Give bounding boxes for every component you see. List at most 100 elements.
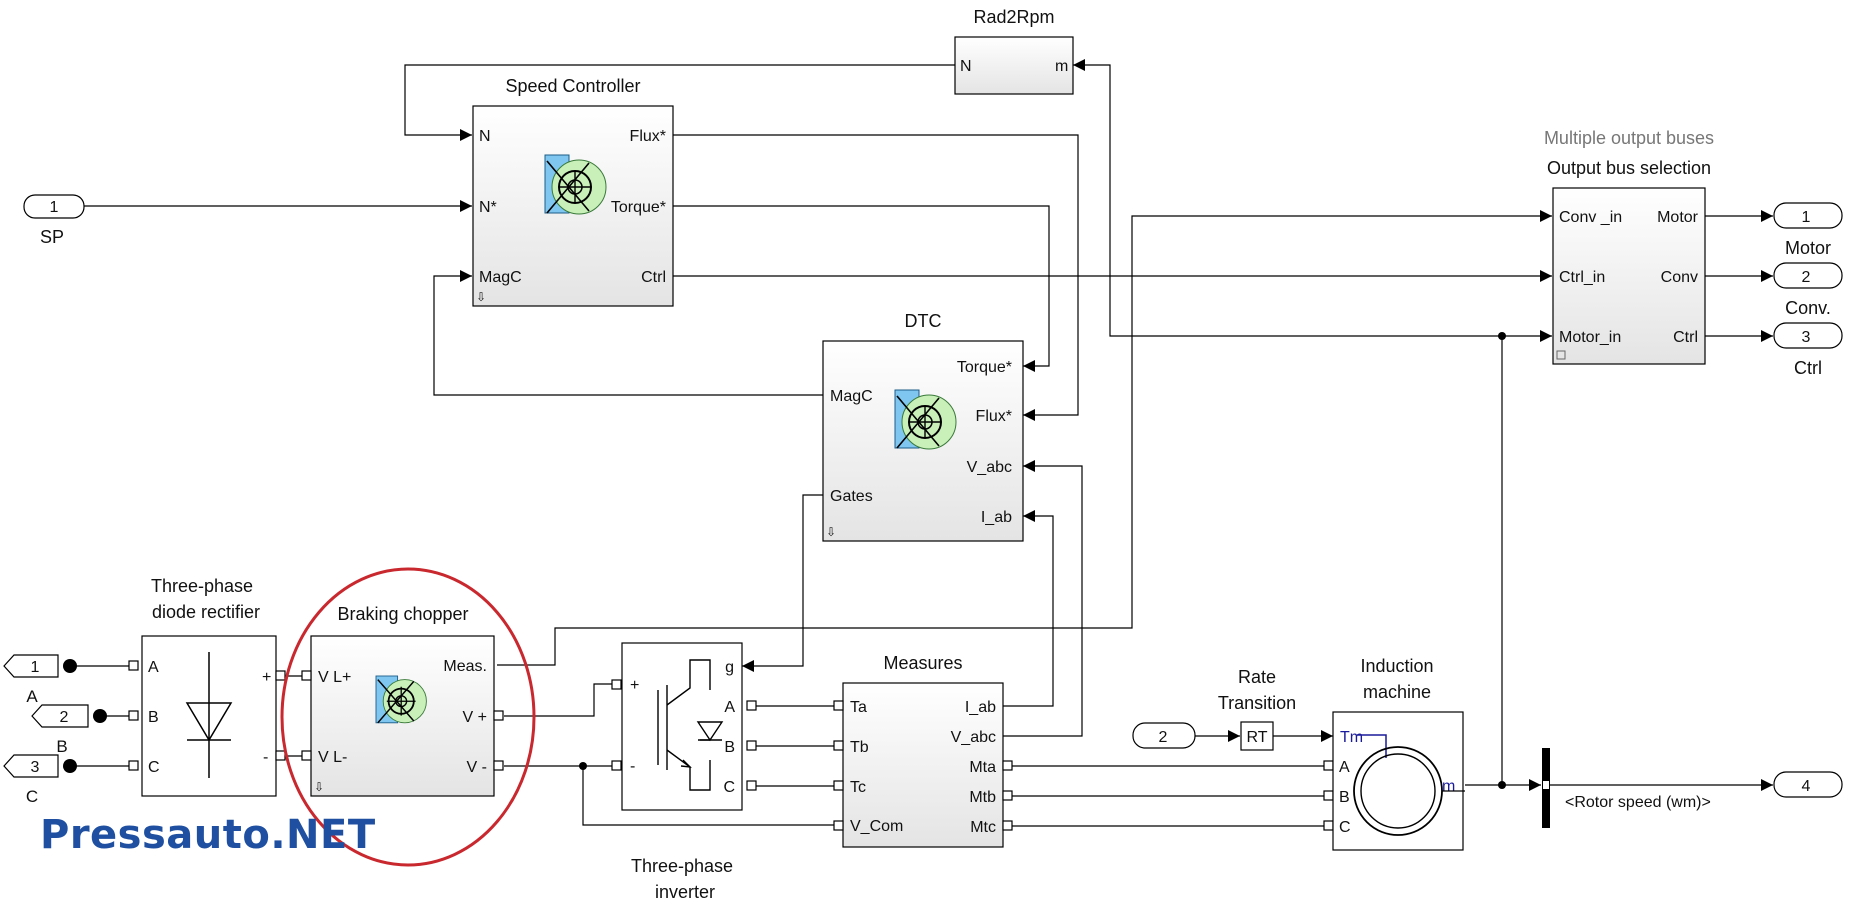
rate-transition-label: RT xyxy=(1246,729,1267,746)
outport-conv-number: 2 xyxy=(1802,269,1811,286)
outport-ctrl-label: Ctrl xyxy=(1794,358,1822,378)
inverter-title-line2: inverter xyxy=(655,882,715,902)
chopper-title: Braking chopper xyxy=(337,604,468,624)
outport-motor-number: 1 xyxy=(1802,209,1811,226)
connection-port-c[interactable]: 3 C xyxy=(3,754,77,806)
inverter-title-line1: Three-phase xyxy=(631,856,733,876)
connection-port-c-label: C xyxy=(26,787,38,806)
dtc-title: DTC xyxy=(905,311,942,331)
wire-iab xyxy=(1002,510,1054,707)
motor-drive-icon xyxy=(894,389,957,450)
inverter-block[interactable]: Three-phase inverter + - g A B C xyxy=(621,642,743,902)
measures-mta: Mta xyxy=(969,759,996,776)
motor-drive-icon xyxy=(544,154,607,215)
measures-mtb: Mtb xyxy=(969,789,996,806)
rate-transition-block[interactable]: RT Rate Transition xyxy=(1218,667,1296,751)
junction-dot xyxy=(579,762,587,770)
mask-icon xyxy=(1556,350,1566,360)
connection-port-a[interactable]: 1 A xyxy=(3,654,77,706)
subsystem-arrow-icon: ⇩ xyxy=(314,780,324,794)
rad2rpm-in-label: N xyxy=(960,58,972,75)
output-bus-ctrl-out: Ctrl xyxy=(1673,329,1698,346)
wire-gates xyxy=(742,494,823,672)
measures-block[interactable]: Measures Ta Tb Tc V_Com I_ab V_abc Mta M… xyxy=(842,653,1004,848)
diode-rectifier-block[interactable]: Three-phase diode rectifier A B C + - xyxy=(141,576,277,797)
induction-machine-m: m xyxy=(1442,778,1455,795)
speed-controller-block[interactable]: Speed Controller N N* MagC Flux* Torque*… xyxy=(472,76,674,307)
chopper-vp: V + xyxy=(463,709,487,726)
dtc-flux: Flux* xyxy=(976,408,1012,425)
connection-port-b-number: 2 xyxy=(60,709,69,726)
annotation-circle xyxy=(280,567,536,867)
inverter-plus: + xyxy=(630,677,639,694)
bus-selector-block[interactable]: <Rotor speed (wm)> xyxy=(1542,748,1711,828)
dtc-gates: Gates xyxy=(830,488,873,505)
output-bus-motor-out: Motor xyxy=(1657,209,1699,226)
rectifier-a: A xyxy=(148,659,159,676)
dtc-vabc: V_abc xyxy=(967,459,1012,476)
braking-chopper-block[interactable]: Braking chopper V L+ V L- Meas. V + V - … xyxy=(310,604,495,797)
outport-speed-number: 4 xyxy=(1802,778,1811,795)
inport-sp-label: SP xyxy=(40,227,64,247)
motor-drive-icon xyxy=(375,675,427,724)
rectifier-title-line2: diode rectifier xyxy=(152,602,260,622)
measures-iab: I_ab xyxy=(965,699,996,716)
rad2rpm-out-label: m xyxy=(1055,58,1068,75)
outport-ctrl[interactable]: 3 Ctrl xyxy=(1773,322,1843,378)
rad2rpm-title: Rad2Rpm xyxy=(973,7,1054,27)
junction-dot xyxy=(1498,781,1506,789)
chopper-vlm: V L- xyxy=(318,749,347,766)
wire-speed-to-rad2rpm xyxy=(1073,59,1503,785)
dtc-magc: MagC xyxy=(830,388,873,405)
subsystem-arrow-icon: ⇩ xyxy=(476,290,486,304)
measures-vcom: V_Com xyxy=(850,818,903,835)
measures-tb: Tb xyxy=(850,739,869,756)
connection-port-b[interactable]: 2 B xyxy=(31,704,107,756)
connection-port-markers xyxy=(128,660,1334,831)
output-bus-motor-in: Motor_in xyxy=(1559,329,1621,346)
wire-flux xyxy=(673,134,1079,421)
connection-port-a-label: A xyxy=(26,687,38,706)
induction-machine-block[interactable]: Induction machine Tm A B C m xyxy=(1332,656,1465,851)
signal-lines xyxy=(71,59,1773,827)
inport-sp[interactable]: 1 SP xyxy=(23,194,85,247)
inverter-g: g xyxy=(725,659,734,676)
inverter-b: B xyxy=(724,739,735,756)
measures-title: Measures xyxy=(883,653,962,673)
rectifier-c: C xyxy=(148,759,160,776)
output-bus-title: Output bus selection xyxy=(1547,158,1711,178)
speed-controller-n: N xyxy=(479,128,491,145)
wire-rpm-to-n xyxy=(404,64,1073,141)
output-bus-block[interactable]: Multiple output buses Output bus selecti… xyxy=(1544,128,1714,365)
induction-machine-c: C xyxy=(1339,819,1351,836)
connection-port-c-number: 3 xyxy=(31,759,40,776)
wire-vcom xyxy=(582,766,834,826)
dtc-torque: Torque* xyxy=(957,359,1012,376)
induction-machine-b: B xyxy=(1339,789,1350,806)
motor-icon xyxy=(1353,734,1465,836)
rectifier-title-line1: Three-phase xyxy=(151,576,253,596)
outport-speed[interactable]: 4 xyxy=(1773,771,1843,798)
rad2rpm-block[interactable]: Rad2Rpm N m xyxy=(954,7,1074,95)
outport-conv[interactable]: 2 Conv. xyxy=(1773,262,1843,318)
junction-dot xyxy=(1498,332,1506,340)
dtc-block[interactable]: DTC MagC Gates Torque* Flux* V_abc I_ab … xyxy=(822,311,1024,542)
wire-vplus xyxy=(504,683,612,717)
rate-transition-title-line1: Rate xyxy=(1238,667,1276,687)
measures-mtc: Mtc xyxy=(970,819,996,836)
inport-tm[interactable]: 2 xyxy=(1132,722,1196,749)
output-bus-conv-out: Conv xyxy=(1661,269,1698,286)
outport-ctrl-number: 3 xyxy=(1802,329,1811,346)
subsystem-arrow-icon: ⇩ xyxy=(826,525,836,539)
outport-motor[interactable]: 1 Motor xyxy=(1773,202,1843,258)
wire-torque xyxy=(673,205,1050,372)
outport-conv-label: Conv. xyxy=(1785,298,1831,318)
outport-motor-label: Motor xyxy=(1785,238,1831,258)
induction-machine-title-line2: machine xyxy=(1363,682,1431,702)
wire-magc xyxy=(433,270,823,396)
junction-dots xyxy=(579,332,1506,789)
watermark-logo: Pressauto.NET xyxy=(40,812,376,858)
igbt-icon xyxy=(657,659,724,791)
measures-tc: Tc xyxy=(850,779,866,796)
